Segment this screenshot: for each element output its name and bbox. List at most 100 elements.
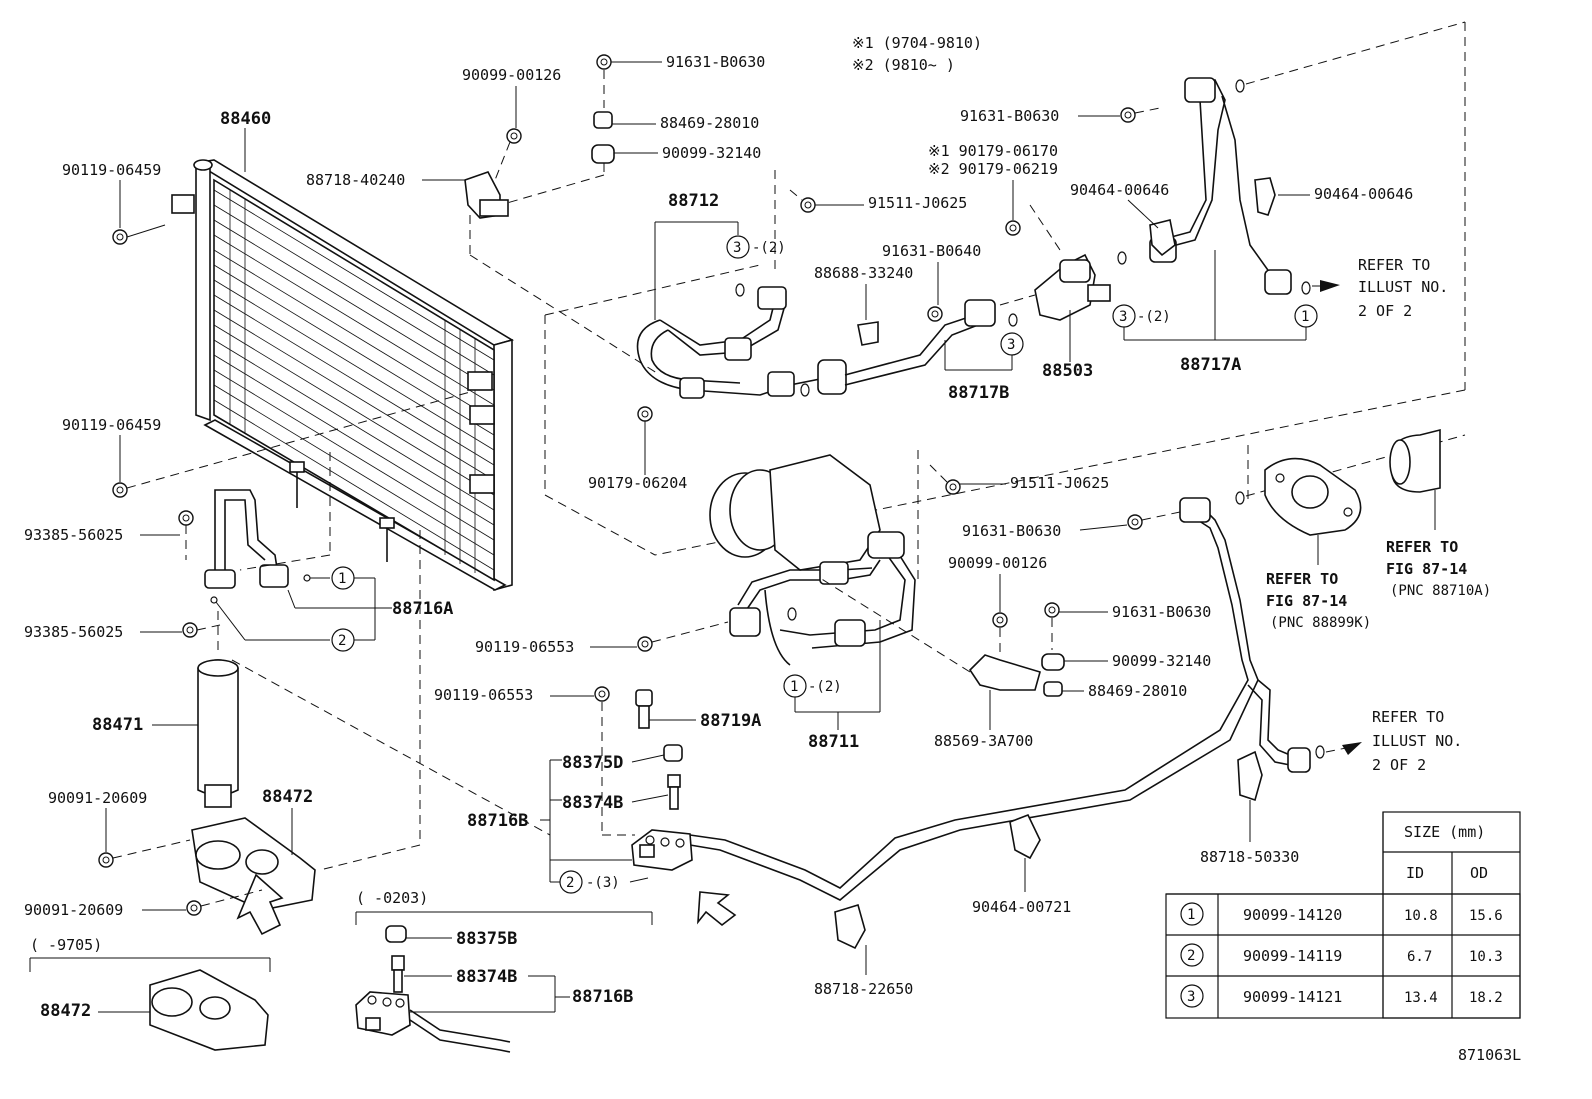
label-90091-20609-a: 90091-20609 bbox=[48, 789, 147, 807]
circle-mark-1-c-text: 1 bbox=[790, 679, 798, 695]
liquid-pipe bbox=[689, 497, 1311, 901]
clamp-88718-40240 bbox=[464, 171, 509, 219]
bolt-91631-B0630-c bbox=[1127, 514, 1143, 530]
label-88375B: 88375B bbox=[456, 929, 517, 949]
table-row-1-part: 90099-14120 bbox=[1243, 906, 1342, 924]
label-88718-40240: 88718-40240 bbox=[306, 171, 405, 189]
circle-mark-3-a bbox=[726, 235, 750, 259]
label-fig1-l1: REFER TO bbox=[1266, 570, 1338, 588]
label-fig2-l2: FIG 87-14 bbox=[1386, 560, 1467, 578]
arrow-down-left bbox=[697, 891, 737, 927]
clamp-88718-22650 bbox=[834, 903, 866, 950]
clamp-88718-50330 bbox=[1237, 750, 1263, 802]
label-90099-00126-a: 90099-00126 bbox=[462, 66, 561, 84]
table-row-1-od: 15.6 bbox=[1469, 908, 1503, 924]
label-c3-2-b: -(2) bbox=[1137, 309, 1171, 325]
label-90464-00646-a: 90464-00646 bbox=[1070, 181, 1169, 199]
circle-mark-2-a-text: 2 bbox=[338, 633, 346, 649]
bracket-88472-old bbox=[149, 969, 269, 1051]
label-ref2-l3: 2 OF 2 bbox=[1372, 756, 1426, 774]
valve-88374B-b bbox=[391, 955, 405, 971]
label-ref1-l1: REFER TO bbox=[1358, 256, 1430, 274]
hose-88712 bbox=[636, 286, 847, 399]
label-90099-00126-b: 90099-00126 bbox=[948, 554, 1047, 572]
sensor-88719A bbox=[635, 689, 653, 707]
circle-mark-3-c-text: 3 bbox=[1119, 309, 1127, 325]
label-ref1-l2: ILLUST NO. bbox=[1358, 278, 1448, 296]
figure-id: 871063L bbox=[1458, 1046, 1521, 1064]
label-88718-22650: 88718-22650 bbox=[814, 980, 913, 998]
size-table bbox=[1165, 811, 1521, 1019]
label-c3-2-a: -(2) bbox=[752, 240, 786, 256]
block-88710A bbox=[1389, 428, 1441, 493]
table-title: SIZE (mm) bbox=[1404, 823, 1485, 841]
table-row-2-od: 10.3 bbox=[1469, 949, 1503, 965]
label-88716A: 88716A bbox=[392, 599, 453, 619]
label-fig1-l2: FIG 87-14 bbox=[1266, 592, 1347, 610]
gasket-88899K bbox=[1264, 457, 1362, 536]
bolt-90091-20609-b bbox=[186, 900, 202, 916]
clamp-90464-00646-b bbox=[1254, 177, 1276, 216]
label-88711: 88711 bbox=[808, 732, 859, 752]
bracket-88569-3A700 bbox=[968, 654, 1041, 691]
label-90119-06459-a: 90119-06459 bbox=[62, 161, 161, 179]
pipe-88717B bbox=[844, 299, 996, 386]
label-88472-a: 88472 bbox=[262, 787, 313, 807]
label-91511-J0625-a: 91511-J0625 bbox=[868, 194, 967, 212]
valve-88374B-a bbox=[667, 774, 681, 788]
label-91631-B0630-a: 91631-B0630 bbox=[666, 53, 765, 71]
label-93385-56025-a: 93385-56025 bbox=[24, 526, 123, 544]
circle-mark-1-b-text: 1 bbox=[1301, 309, 1309, 325]
label-c2-3: -(3) bbox=[586, 875, 620, 891]
label-91631-B0640: 91631-B0640 bbox=[882, 242, 981, 260]
label-91631-B0630-d: 91631-B0630 bbox=[1112, 603, 1211, 621]
label-88569-3A700: 88569-3A700 bbox=[934, 732, 1033, 750]
bolt-90119-06553-b bbox=[594, 686, 610, 702]
bolt-93385-56025-a bbox=[178, 510, 194, 526]
nut-90179-06204 bbox=[637, 406, 653, 422]
hose-88711 bbox=[729, 531, 916, 666]
valve-88503 bbox=[1034, 253, 1111, 321]
table-row-2-id: 6.7 bbox=[1407, 949, 1432, 965]
bolt-91631-B0630-a bbox=[596, 54, 612, 70]
label-88718-50330: 88718-50330 bbox=[1200, 848, 1299, 866]
arrow-up bbox=[236, 873, 284, 936]
label-91631-B0630-c: 91631-B0630 bbox=[962, 522, 1061, 540]
table-row-1-mark bbox=[1180, 902, 1204, 926]
collar-88469-28010-b bbox=[1043, 681, 1063, 697]
circle-mark-3-b-text: 3 bbox=[1007, 337, 1015, 353]
table-row-3-od: 18.2 bbox=[1469, 990, 1503, 1006]
label-91511-J0625-b: 91511-J0625 bbox=[1010, 474, 1109, 492]
label-ref2-l1: REFER TO bbox=[1372, 708, 1444, 726]
note-line-1: ※1 (9704-9810) bbox=[852, 34, 982, 52]
label-90091-20609-b: 90091-20609 bbox=[24, 901, 123, 919]
label-88717A: 88717A bbox=[1180, 355, 1241, 375]
circle-mark-1-a-text: 1 bbox=[338, 571, 346, 587]
label-90119-06553-a: 90119-06553 bbox=[475, 638, 574, 656]
label-ref1-l3: 2 OF 2 bbox=[1358, 302, 1412, 320]
condenser-88460 bbox=[171, 159, 515, 592]
label-88719A: 88719A bbox=[700, 711, 761, 731]
label-88469-28010-a: 88469-28010 bbox=[660, 114, 759, 132]
bolt-90119-06459-bottom bbox=[112, 482, 128, 498]
nut-90179-06170 bbox=[1005, 220, 1021, 236]
label-88375D: 88375D bbox=[562, 753, 623, 773]
arrow-right-b bbox=[1342, 742, 1362, 755]
receiver-88471 bbox=[197, 659, 239, 808]
clamp-90464-00721 bbox=[1009, 813, 1041, 860]
label-93385-56025-b: 93385-56025 bbox=[24, 623, 123, 641]
circle-mark-2-b bbox=[559, 870, 583, 894]
label-88716B-a: 88716B bbox=[467, 811, 528, 831]
table-row-3-mark-text: 3 bbox=[1187, 989, 1195, 1005]
clamp-90464-00646-a bbox=[1149, 219, 1176, 257]
arrow-right-a bbox=[1320, 280, 1340, 292]
label-88688-33240: 88688-33240 bbox=[814, 264, 913, 282]
label-90179-06219: ※2 90179-06219 bbox=[928, 160, 1058, 178]
bolt-91511-J0625-b bbox=[945, 479, 961, 495]
label-88716B-b: 88716B bbox=[572, 987, 633, 1007]
label-90099-32140-b: 90099-32140 bbox=[1112, 652, 1211, 670]
label-90179-06204: 90179-06204 bbox=[588, 474, 687, 492]
clip-88688-33240 bbox=[857, 321, 879, 346]
bolt-91631-B0630-b bbox=[1120, 107, 1136, 123]
